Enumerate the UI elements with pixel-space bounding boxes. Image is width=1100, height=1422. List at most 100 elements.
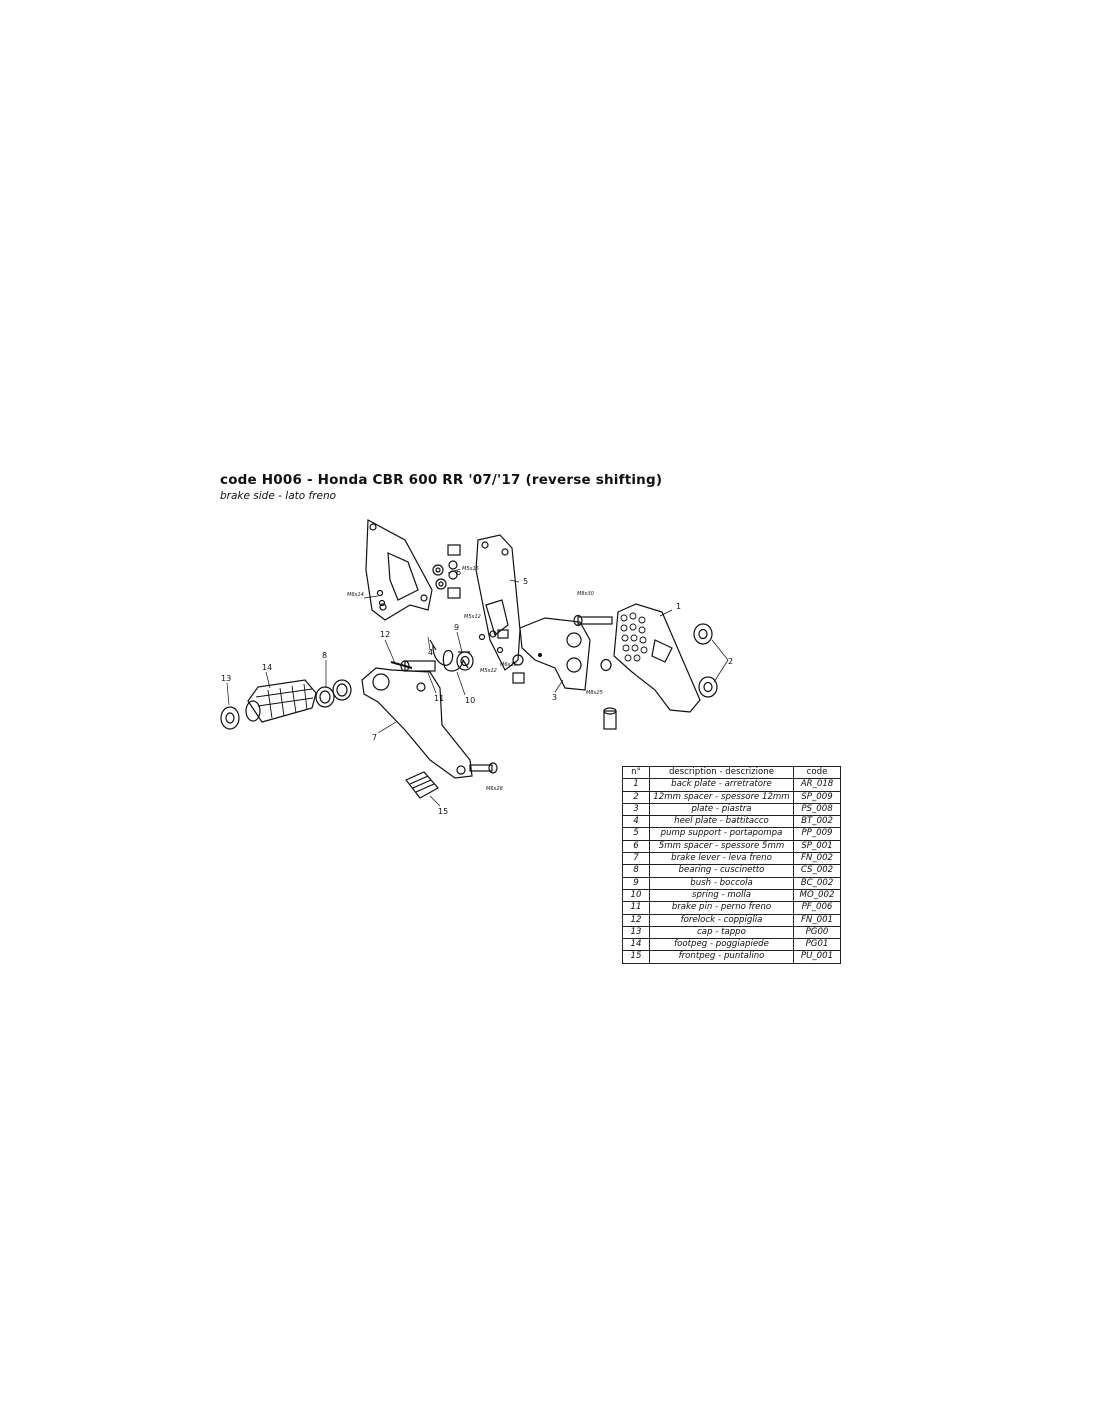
row-description: spring - molla	[649, 888, 794, 903]
callout-11: 11	[434, 694, 444, 703]
row-description: frontpeg - puntalino	[649, 950, 794, 964]
frontpeg-part	[405, 771, 439, 799]
callout-8: 8	[322, 651, 327, 660]
row-number: 3	[622, 802, 650, 817]
row-number: 7	[622, 852, 650, 866]
row-code: PS_008	[793, 802, 841, 817]
row-number: 14	[622, 938, 650, 952]
row-description: heel plate - battitacco	[649, 815, 794, 829]
row-description: back plate - arretratore	[649, 778, 794, 792]
row-code: MO_002	[793, 888, 841, 903]
brake-lever-part	[361, 667, 473, 779]
row-number: 13	[622, 925, 650, 940]
plate-part	[519, 617, 591, 691]
callout-3: 3	[552, 693, 557, 702]
callout-14: 14	[262, 663, 272, 672]
back-plate-part	[613, 603, 701, 713]
row-number: 6	[622, 839, 650, 854]
screw-label-m8x30: M8x30	[577, 591, 594, 597]
callout-6: 6	[456, 568, 461, 577]
cap-part	[220, 706, 240, 730]
diagram-subtitle: brake side - lato freno	[220, 490, 337, 502]
bearing-parts	[315, 679, 352, 708]
row-number: 5	[622, 827, 650, 841]
callout-12: 12	[380, 630, 390, 639]
row-description: bearing - cuscinetto	[649, 864, 794, 878]
row-description: pump support - portapompa	[649, 827, 794, 841]
row-code: FN_001	[793, 913, 841, 927]
callout-2: 2	[728, 657, 733, 666]
row-description: forelock - coppiglia	[649, 913, 794, 927]
row-number: 4	[622, 815, 650, 829]
screw-label-m5x12-b: M5x12	[480, 668, 497, 674]
header-code: code	[793, 765, 841, 780]
header-description: description - descrizione	[649, 765, 794, 780]
diagram-title: code H006 - Honda CBR 600 RR '07/'17 (re…	[220, 472, 663, 488]
row-number: 11	[622, 901, 650, 915]
screw-m8x25	[600, 658, 617, 730]
parts-table-header: n° description - descrizione code	[622, 765, 841, 780]
row-code: PP_009	[793, 827, 841, 841]
row-code: BT_002	[793, 815, 841, 829]
header-number: n°	[622, 765, 650, 780]
bush-part	[456, 651, 474, 671]
callout-5: 5	[523, 577, 528, 586]
callout-4: 4	[428, 648, 433, 657]
row-code: AR_018	[793, 778, 841, 792]
row-number: 1	[622, 778, 650, 792]
screw-label-m8x25: M8x25	[586, 690, 603, 696]
callout-7: 7	[372, 733, 377, 742]
row-number: 10	[622, 888, 650, 903]
row-description: brake lever - leva freno	[649, 852, 794, 866]
forelock-part	[390, 661, 413, 669]
screw-m6x28	[469, 762, 498, 774]
row-description: plate - piastra	[649, 802, 794, 817]
row-description: 5mm spacer - spessore 5mm	[649, 839, 794, 854]
small-screws	[376, 589, 525, 684]
row-description: brake pin - perno freno	[649, 901, 794, 915]
row-code: PU_001	[793, 950, 841, 964]
callout-13: 13	[221, 674, 231, 683]
pump-support-part	[475, 534, 521, 671]
row-code: PG00	[793, 925, 841, 940]
screw-label-m6x16: M6x16	[500, 662, 517, 668]
row-number: 9	[622, 876, 650, 890]
row-code: PG01	[793, 938, 841, 952]
row-description: bush - boccola	[649, 876, 794, 890]
callout-1: 1	[676, 602, 681, 611]
row-description: cap - tappo	[649, 925, 794, 940]
screw-label-m5x12-a: M5x12	[464, 614, 481, 620]
row-description: 12mm spacer - spessore 12mm	[649, 790, 794, 804]
screw-label-m6x14: M6x14	[347, 592, 364, 598]
row-number: 2	[622, 790, 650, 804]
row-number: 12	[622, 913, 650, 927]
callout-15: 15	[438, 807, 448, 816]
row-code: PF_006	[793, 901, 841, 915]
footpeg-part	[245, 679, 317, 723]
callout-10: 10	[465, 696, 475, 705]
heel-plate-part	[365, 519, 433, 621]
screw-m8x30	[573, 614, 613, 627]
row-code: SP_001	[793, 839, 841, 854]
row-code: FN_002	[793, 852, 841, 866]
callout-9: 9	[454, 623, 459, 632]
spacer-5mm-parts	[432, 544, 461, 599]
spacer-12mm-parts	[693, 623, 718, 698]
row-code: CS_002	[793, 864, 841, 878]
row-number: 15	[622, 950, 650, 964]
row-number: 8	[622, 864, 650, 878]
screw-label-m5x16: M5x16	[462, 566, 479, 572]
